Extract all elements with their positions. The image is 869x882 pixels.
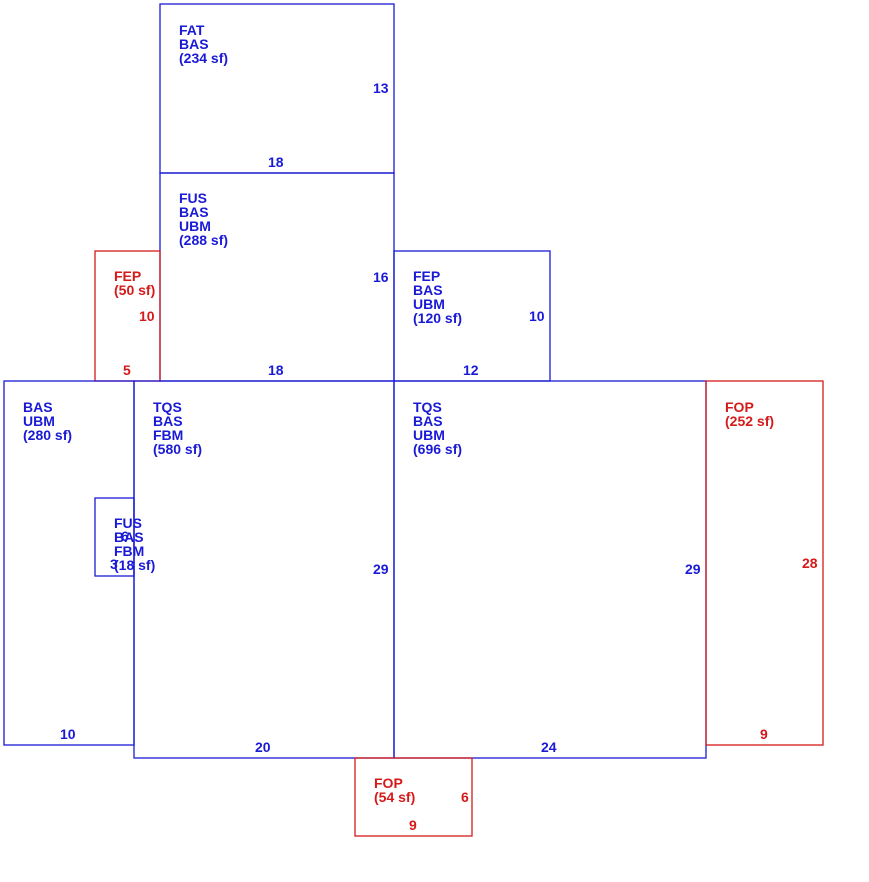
area-size: (280 sf) [23, 427, 72, 443]
dimension-label: 6 [121, 528, 129, 544]
area-size: (120 sf) [413, 310, 462, 326]
dimension-label: 18 [268, 154, 284, 170]
area-size: (50 sf) [114, 282, 155, 298]
dimension-label: 13 [373, 80, 389, 96]
area-size: (234 sf) [179, 50, 228, 66]
area-code: TQS [413, 399, 442, 415]
area-code: FOP [374, 775, 403, 791]
area-code: FBM [114, 543, 144, 559]
area-tqs-right: TQS BAS UBM (696 sf) 29 24 [413, 399, 701, 755]
area-code: FEP [413, 268, 440, 284]
dimension-label: 16 [373, 269, 389, 285]
area-code: FUS [179, 190, 207, 206]
dimension-label: 10 [139, 308, 155, 324]
area-code: UBM [413, 427, 445, 443]
area-size: (18 sf) [114, 557, 155, 573]
area-code: FOP [725, 399, 754, 415]
area-code: FUS [114, 515, 142, 531]
dimension-label: 6 [461, 789, 469, 805]
area-code: BAS [413, 413, 443, 429]
area-code: UBM [179, 218, 211, 234]
area-size: (696 sf) [413, 441, 462, 457]
area-code: UBM [413, 296, 445, 312]
area-code: FBM [153, 427, 183, 443]
area-fus-small: FUS BAS FBM (18 sf) 6 3 [110, 515, 155, 573]
area-code: FAT [179, 22, 205, 38]
area-fop-bottom-outline [354, 757, 473, 837]
area-fop-right: FOP (252 sf) 28 9 [725, 399, 818, 742]
area-code: FEP [114, 268, 141, 284]
dimension-label: 10 [529, 308, 545, 324]
area-code: BAS [179, 36, 209, 52]
area-code: BAS [153, 413, 183, 429]
area-code: BAS [179, 204, 209, 220]
dimension-label: 29 [373, 561, 389, 577]
area-code: UBM [23, 413, 55, 429]
area-code: BAS [23, 399, 53, 415]
area-size: (252 sf) [725, 413, 774, 429]
dimension-label: 3 [110, 556, 118, 572]
area-code: BAS [413, 282, 443, 298]
area-size: (580 sf) [153, 441, 202, 457]
dimension-label: 9 [409, 817, 417, 833]
dimension-label: 5 [123, 362, 131, 378]
area-size: (288 sf) [179, 232, 228, 248]
area-code: BAS [114, 529, 144, 545]
area-bas-left: BAS UBM (280 sf) 10 [23, 399, 76, 742]
dimension-label: 20 [255, 739, 271, 755]
area-fus-upper: FUS BAS UBM (288 sf) 16 18 [179, 190, 389, 378]
area-tqs-center: TQS BAS FBM (580 sf) 29 20 [153, 399, 389, 755]
dimension-label: 12 [463, 362, 479, 378]
dimension-label: 18 [268, 362, 284, 378]
dimension-label: 10 [60, 726, 76, 742]
area-code: TQS [153, 399, 182, 415]
dimension-label: 28 [802, 555, 818, 571]
area-size: (54 sf) [374, 789, 415, 805]
dimension-label: 9 [760, 726, 768, 742]
area-fop-right-outline [705, 380, 824, 746]
area-top-fat: FAT BAS (234 sf) 13 18 [179, 22, 389, 170]
area-fep-right: FEP BAS UBM (120 sf) 10 12 [413, 268, 545, 378]
area-fop-bottom: FOP (54 sf) 6 9 [374, 775, 469, 833]
dimension-label: 29 [685, 561, 701, 577]
area-fep-left: FEP (50 sf) 10 5 [114, 268, 155, 378]
dimension-label: 24 [541, 739, 557, 755]
